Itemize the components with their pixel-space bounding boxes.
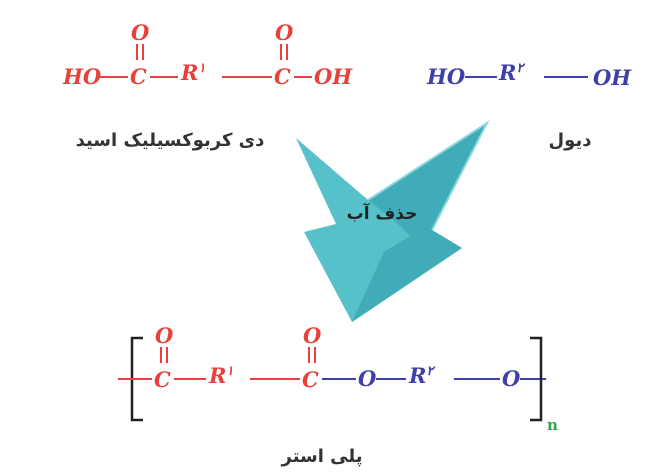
poly-r1-group: R۱ — [208, 363, 233, 388]
acid-oxygen-2: O — [275, 20, 294, 45]
acid-carbon-2: C — [274, 64, 291, 89]
poly-carbon-1: C — [154, 367, 171, 392]
poly-r2-index: ۲ — [426, 364, 435, 379]
poly-carbon-2: C — [302, 367, 319, 392]
acid-r-index: ۱ — [198, 61, 205, 76]
acid-ho-group: HO — [62, 64, 102, 89]
diol-r-index: ۲ — [516, 61, 525, 76]
diol-label: دیول — [549, 130, 592, 151]
diol-ho-group: HO — [426, 64, 466, 89]
acid-carbon-1: C — [130, 64, 147, 89]
poly-subscript-n: n — [547, 416, 558, 434]
acid-oh-group: OH — [314, 64, 353, 89]
reaction-arrow — [296, 120, 490, 322]
arrow-shade — [352, 123, 487, 322]
acid-r-group: R۱ — [180, 60, 205, 85]
diol: HO R۲ OH — [426, 60, 632, 90]
right-bracket — [530, 336, 543, 422]
polyester-unit: C O R۱ C O O R۲ O n — [118, 323, 558, 434]
arrow-edge — [367, 120, 490, 231]
acid-label: دی کربوکسیلیک اسید — [76, 130, 265, 151]
diol-oh-group: OH — [593, 65, 632, 90]
poly-ester-oxygen: O — [358, 366, 377, 391]
acid-oxygen-1: O — [131, 20, 150, 45]
diol-r-group: R۲ — [498, 60, 525, 85]
dicarboxylic-acid: HO C O R۱ C O OH — [62, 20, 353, 89]
reaction-condition: حذف آب — [347, 202, 418, 224]
polyester-label: پلی استر — [281, 446, 363, 467]
poly-r2-group: R۲ — [408, 363, 435, 388]
poly-oxygen-1: O — [155, 323, 174, 348]
poly-end-oxygen: O — [502, 366, 521, 391]
poly-oxygen-2: O — [303, 323, 322, 348]
poly-r1-index: ۱ — [226, 364, 233, 379]
